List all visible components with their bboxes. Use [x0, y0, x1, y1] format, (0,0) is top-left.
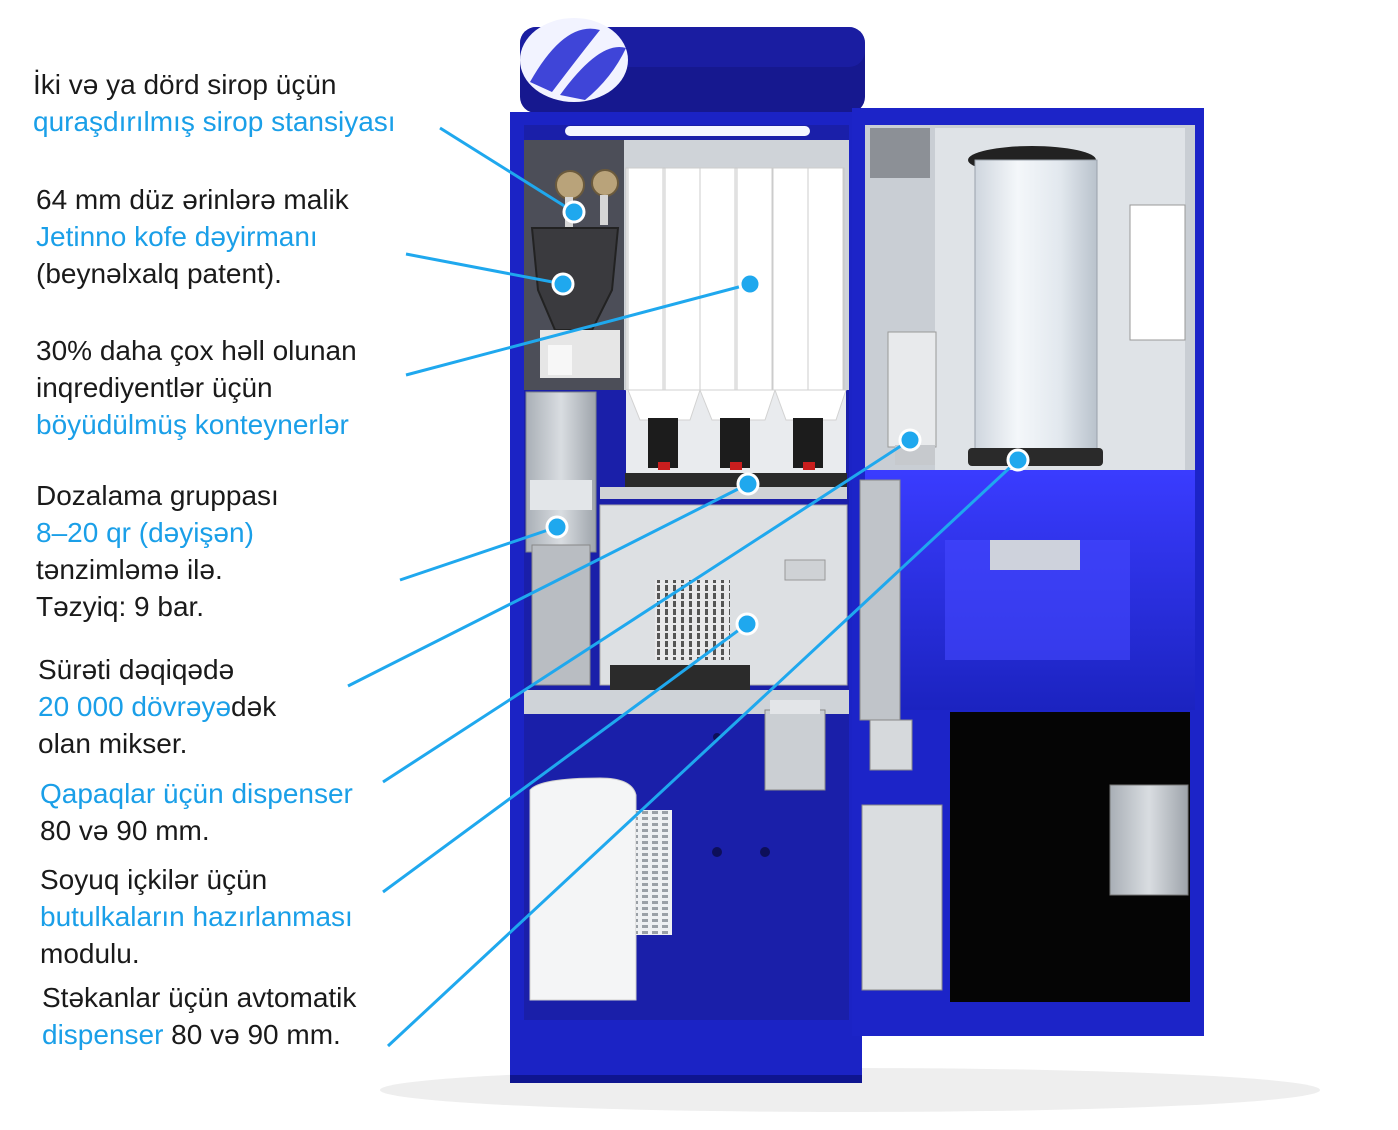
annotation-line: Dozalama gruppası: [36, 477, 279, 514]
callout-dot: [735, 612, 759, 636]
highlight-text: Jetinno kofe dəyirmanı: [36, 221, 318, 252]
callout-line: [399, 525, 558, 582]
body-text: 80 və 90 mm.: [40, 815, 210, 846]
callout-line: [386, 458, 1020, 1048]
body-text: 80 və 90 mm.: [163, 1019, 341, 1050]
body-text: Təzyiq: 9 bar.: [36, 591, 205, 622]
body-text: tənzimləmə ilə.: [36, 554, 223, 585]
header-panel: [520, 18, 865, 113]
callout-line: [405, 282, 751, 377]
annotation-line: butulkaların hazırlanması: [40, 898, 353, 935]
left-cabinet: [510, 112, 862, 1083]
annotation-line: 8–20 qr (dəyişən): [36, 514, 279, 551]
callout-dot: [551, 272, 575, 296]
annotation-lid-dispenser: Qapaqlar üçün dispenser 80 və 90 mm.: [40, 775, 353, 849]
highlight-text: 20 000 dövrəyə: [38, 691, 232, 722]
cup-cylinder: [968, 146, 1103, 466]
body-text: Sürəti dəqiqədə: [38, 654, 235, 685]
right-door: [852, 108, 1204, 1036]
annotation-line: 64 mm düz ərinlərə malik: [36, 181, 349, 218]
annotation-containers: 30% daha çox həll olunan inqrediyentlər ü…: [36, 332, 357, 443]
body-text: (beynəlxalq patent).: [36, 258, 282, 289]
annotation-brewing-group: Dozalama gruppası 8–20 qr (dəyişən) tənzim…: [36, 477, 279, 625]
body-text: Soyuq içkilər üçün: [40, 864, 268, 895]
callout-dot: [898, 428, 922, 452]
highlight-text: quraşdırılmış sirop stansiyası: [33, 106, 396, 137]
annotation-line: Stəkanlar üçün avtomatik: [42, 979, 356, 1016]
callout-line: [405, 252, 564, 286]
annotation-line: Qapaqlar üçün dispenser: [40, 775, 353, 812]
body-text: Stəkanlar üçün avtomatik: [42, 982, 357, 1013]
annotation-line: Jetinno kofe dəyirmanı: [36, 218, 349, 255]
callout-lines: [347, 126, 1030, 1048]
callout-line: [382, 438, 911, 784]
annotation-line: inqrediyentlər üçün: [36, 369, 357, 406]
body-text: dək: [231, 691, 277, 722]
annotation-line: 30% daha çox həll olunan: [36, 332, 357, 369]
annotation-line: İki və ya dörd sirop üçün: [33, 66, 396, 103]
callout-dot: [545, 515, 569, 539]
highlight-text: 8–20 qr (dəyişən): [36, 517, 254, 548]
annotation-line: dispenser 80 və 90 mm.: [42, 1016, 356, 1053]
callout-line: [439, 126, 575, 214]
callout-line: [382, 622, 748, 894]
body-text: İki və ya dörd sirop üçün: [33, 69, 337, 100]
annotation-line: böyüdülmüş konteynerlər: [36, 406, 357, 443]
callout-dot: [562, 200, 586, 224]
annotation-line: 80 və 90 mm.: [40, 812, 353, 849]
annotation-line: Sürəti dəqiqədə: [38, 651, 276, 688]
body-text: 64 mm düz ərinlərə malik: [36, 184, 349, 215]
annotation-line: tənzimləmə ilə.: [36, 551, 279, 588]
callout-dot: [738, 272, 762, 296]
vending-brand-logo: [520, 18, 628, 102]
body-text: Dozalama gruppası: [36, 480, 279, 511]
callout-line: [347, 482, 749, 688]
annotation-line: Soyuq içkilər üçün: [40, 861, 353, 898]
highlight-text: dispenser: [42, 1019, 164, 1050]
body-text: inqrediyentlər üçün: [36, 372, 273, 403]
annotation-line: quraşdırılmış sirop stansiyası: [33, 103, 396, 140]
annotation-bottle-module: Soyuq içkilər üçün butulkaların hazırlanm…: [40, 861, 353, 972]
callout-dot: [736, 472, 760, 496]
callout-dot: [1006, 448, 1030, 472]
annotation-line: Təzyiq: 9 bar.: [36, 588, 279, 625]
annotation-line: modulu.: [40, 935, 353, 972]
highlight-text: böyüdülmüş konteynerlər: [36, 409, 349, 440]
annotation-syrup-station: İki və ya dörd sirop üçün quraşdırılmış s…: [33, 66, 396, 140]
body-text: modulu.: [40, 938, 140, 969]
highlight-text: butulkaların hazırlanması: [40, 901, 353, 932]
body-text: 30% daha çox həll olunan: [36, 335, 357, 366]
annotation-line: olan mikser.: [38, 725, 276, 762]
highlight-text: Qapaqlar üçün dispenser: [40, 778, 353, 809]
body-text: olan mikser.: [38, 728, 188, 759]
annotation-line: 20 000 dövrəyədək: [38, 688, 276, 725]
annotation-line: (beynəlxalq patent).: [36, 255, 349, 292]
